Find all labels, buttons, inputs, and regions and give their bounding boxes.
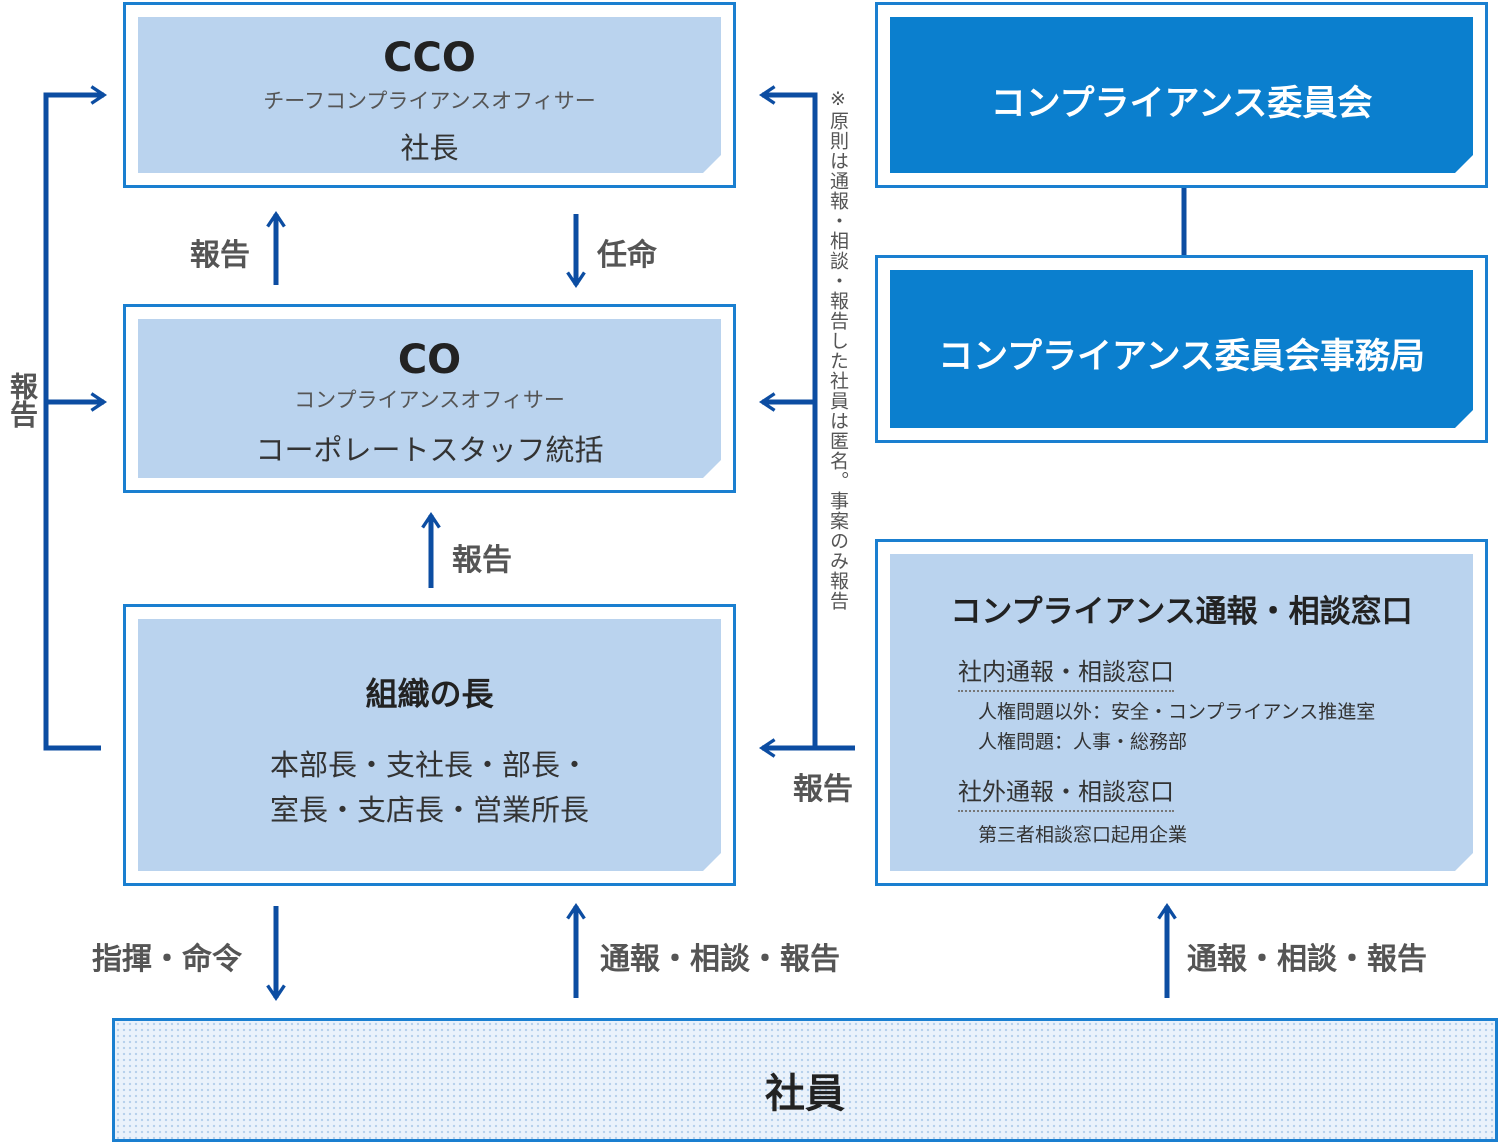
command-label: 指揮・命令	[92, 942, 242, 977]
internal-hotline-line1: 人権問題以外：安全・コンプライアンス推進室	[978, 701, 1376, 723]
cco-subtitle: チーフコンプライアンスオフィサー	[263, 89, 596, 113]
cco-role: 社長	[400, 131, 459, 165]
org-head-box: 組織の長 本部長・支社長・部長・ 室長・支店長・営業所長	[123, 604, 736, 886]
internal-hotline-label: 社内通報・相談窓口	[958, 652, 1174, 692]
co-title: CO	[397, 337, 462, 383]
report-up-label-1: 報告	[190, 238, 250, 273]
appoint-label: 任命	[597, 238, 657, 273]
employees-title: 社員	[765, 1071, 845, 1117]
secretariat-title: コンプライアンス委員会事務局	[938, 337, 1425, 377]
hotline-box: コンプライアンス通報・相談窓口 社内通報・相談窓口 人権問題以外：安全・コンプラ…	[875, 539, 1488, 886]
report-up-label-2: 報告	[452, 543, 512, 578]
report-right-label: 報告	[793, 772, 853, 807]
anonymity-note: ※原則は通報・相談・報告した社員は匿名。事案のみ報告	[827, 88, 849, 611]
consult-report-label-1: 通報・相談・報告	[600, 942, 840, 977]
secretariat-box-fill	[890, 270, 1473, 428]
cco-title: CCO	[383, 35, 476, 81]
committee-box: コンプライアンス委員会	[875, 2, 1488, 188]
consult-report-label-2: 通報・相談・報告	[1187, 942, 1427, 977]
committee-title: コンプライアンス委員会	[990, 84, 1373, 124]
employees-box: 社員	[112, 1018, 1498, 1142]
org-head-title: 組織の長	[365, 675, 494, 713]
hotline-box-fill	[890, 554, 1473, 871]
external-hotline-label: 社外通報・相談窓口	[958, 772, 1174, 812]
cco-box: CCO チーフコンプライアンスオフィサー 社長	[123, 2, 736, 188]
external-hotline-label-wrap: 社外通報・相談窓口	[958, 772, 1174, 812]
org-head-box-fill	[138, 619, 721, 871]
external-hotline-line1: 第三者相談窓口起用企業	[978, 824, 1188, 846]
committee-box-fill	[890, 17, 1473, 173]
hotline-title: コンプライアンス通報・相談窓口	[950, 594, 1413, 630]
co-box-fill	[138, 319, 721, 478]
org-head-line2: 室長・支店長・営業所長	[269, 793, 589, 827]
internal-hotline-line2: 人権問題：人事・総務部	[978, 731, 1188, 753]
left-report-line	[43, 85, 108, 751]
co-box: CO コンプライアンスオフィサー コーポレートスタッフ統括	[123, 304, 736, 493]
report-left-vertical-label: 報告	[6, 372, 39, 428]
org-head-line1: 本部長・支社長・部長・	[269, 748, 589, 782]
secretariat-box: コンプライアンス委員会事務局	[875, 255, 1488, 443]
co-subtitle: コンプライアンスオフィサー	[294, 388, 565, 412]
right-report-line	[758, 85, 855, 751]
internal-hotline-label-wrap: 社内通報・相談窓口	[958, 652, 1174, 692]
cco-box-fill	[138, 17, 721, 173]
co-role: コーポレートスタッフ統括	[255, 433, 604, 467]
